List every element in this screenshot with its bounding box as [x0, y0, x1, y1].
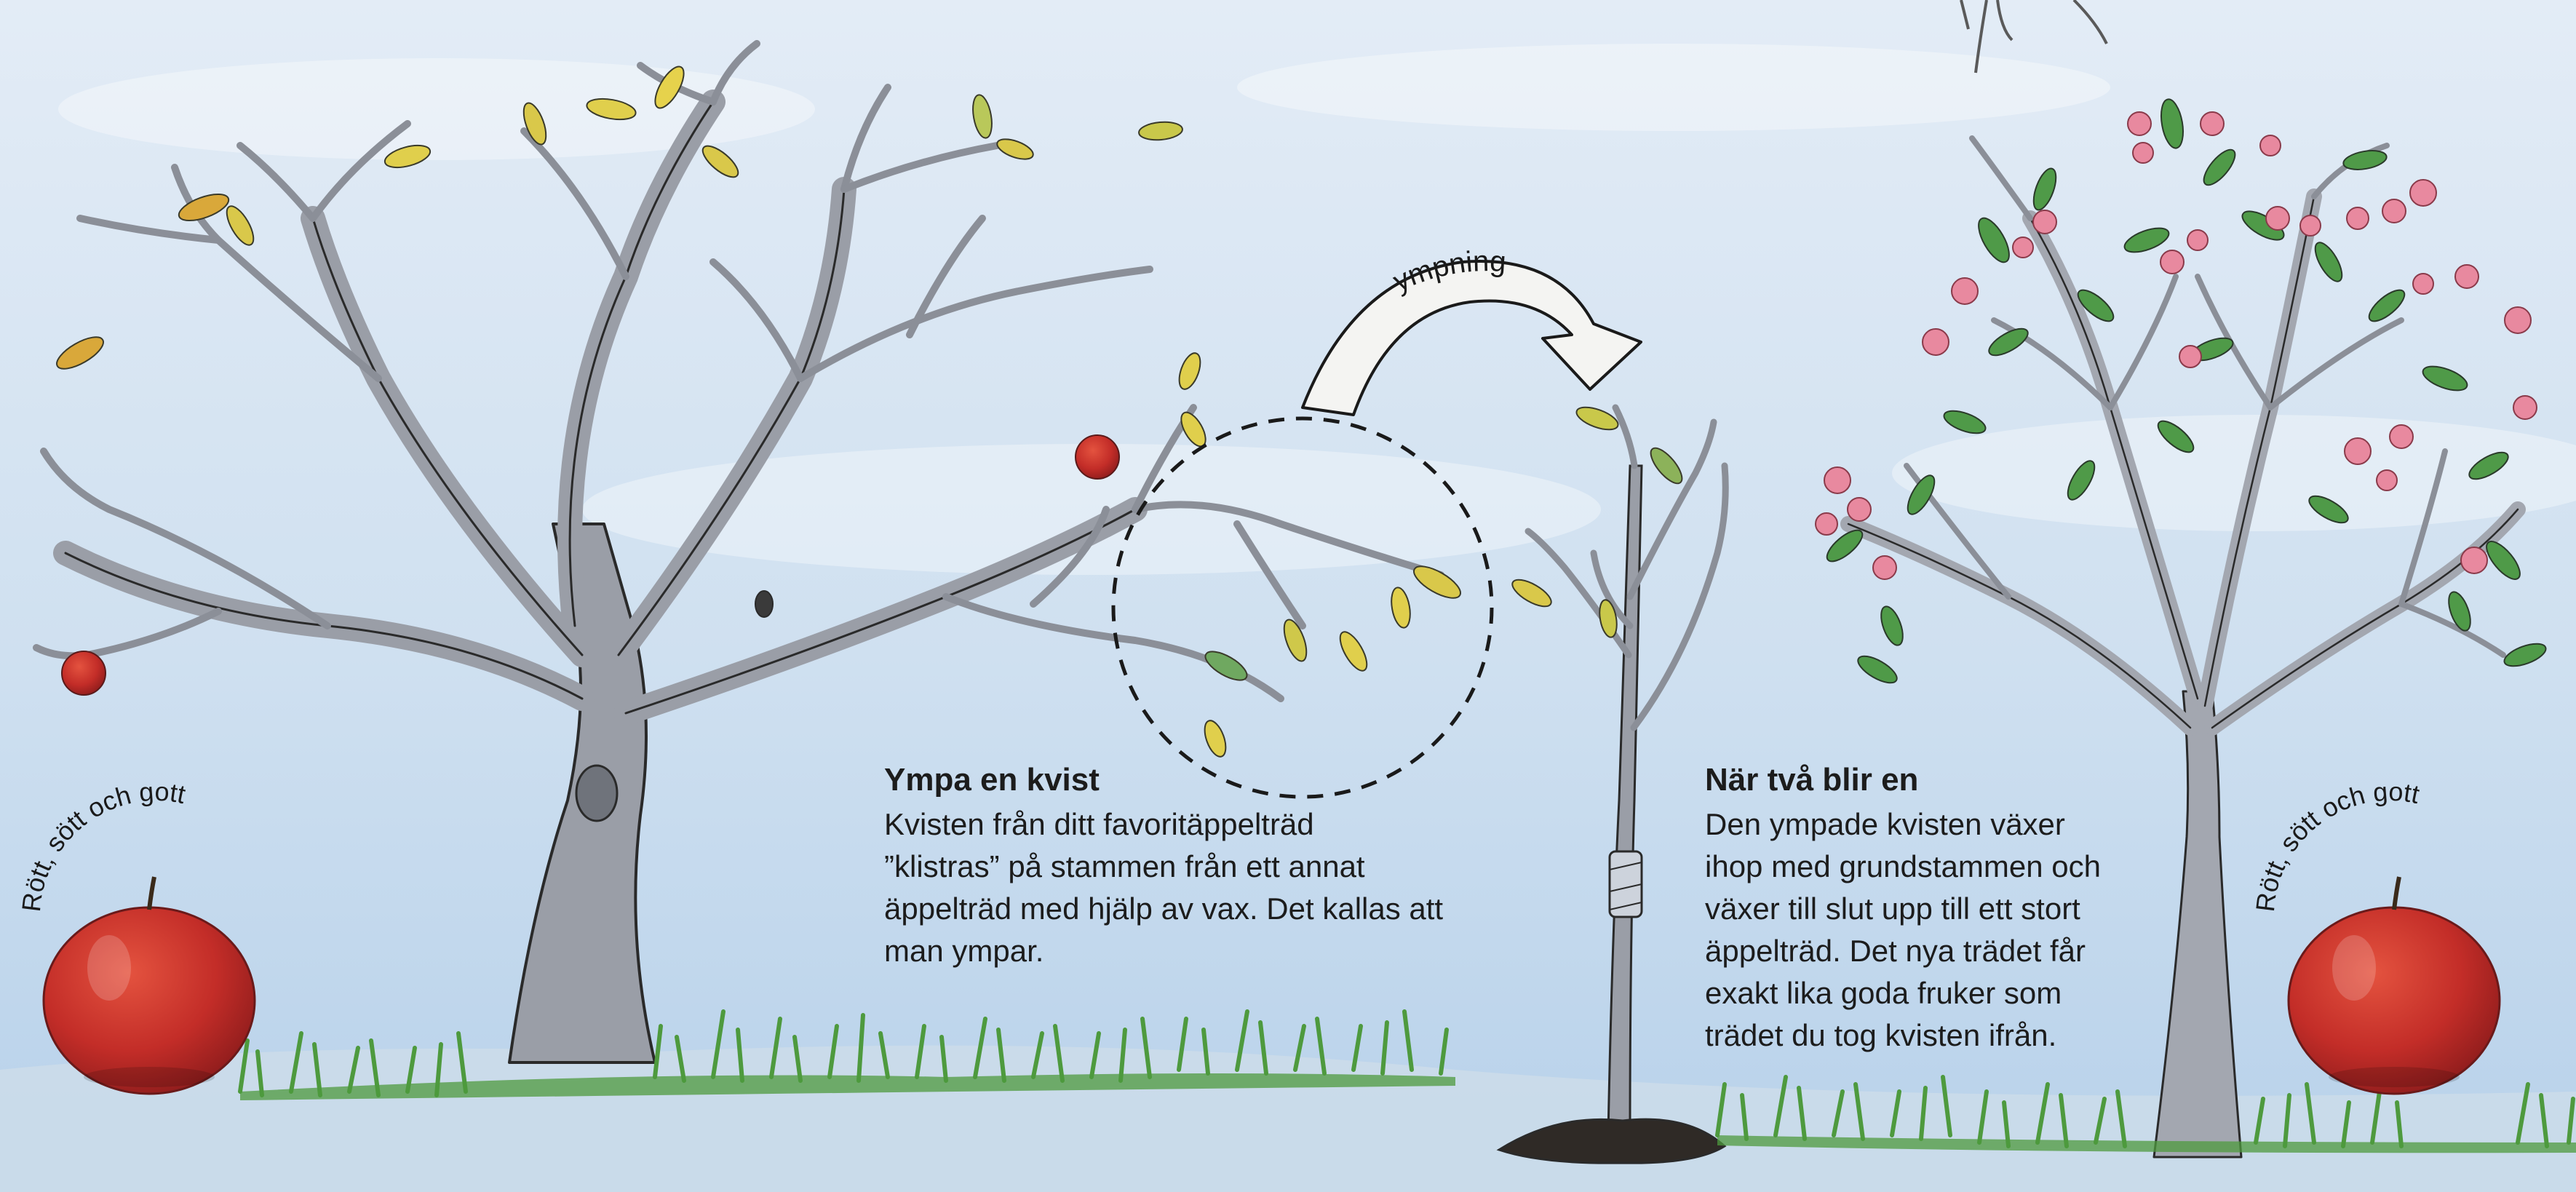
step-two-become-one-line: ihop med grundstammen och [1705, 846, 2360, 888]
step-graft-twig-line: ”klistras” på stammen från ett annat [884, 846, 1539, 888]
step-two-become-one-heading: När två blir en [1705, 760, 2360, 800]
step-two-become-one-line: Den ympade kvisten växer [1705, 803, 2360, 846]
step-graft-twig-line: äppelträd med hjälp av vax. Det kallas a… [884, 888, 1539, 930]
step-graft-twig-line: Kvisten från ditt favoritäppelträd [884, 803, 1539, 846]
step-two-become-one: När två blir en Den ympade kvisten växer… [1705, 760, 2360, 1057]
step-graft-twig-line: man ympar. [884, 930, 1539, 972]
step-graft-twig-heading: Ympa en kvist [884, 760, 1539, 800]
step-graft-twig: Ympa en kvist Kvisten från ditt favoritä… [884, 760, 1539, 972]
step-two-become-one-line: trädet du tog kvisten ifrån. [1705, 1014, 2360, 1057]
step-two-become-one-line: växer till slut upp till ett stort [1705, 888, 2360, 930]
step-two-become-one-line: äppelträd. Det nya trädet får [1705, 930, 2360, 972]
step-two-become-one-line: exakt lika goda fruker som [1705, 972, 2360, 1014]
